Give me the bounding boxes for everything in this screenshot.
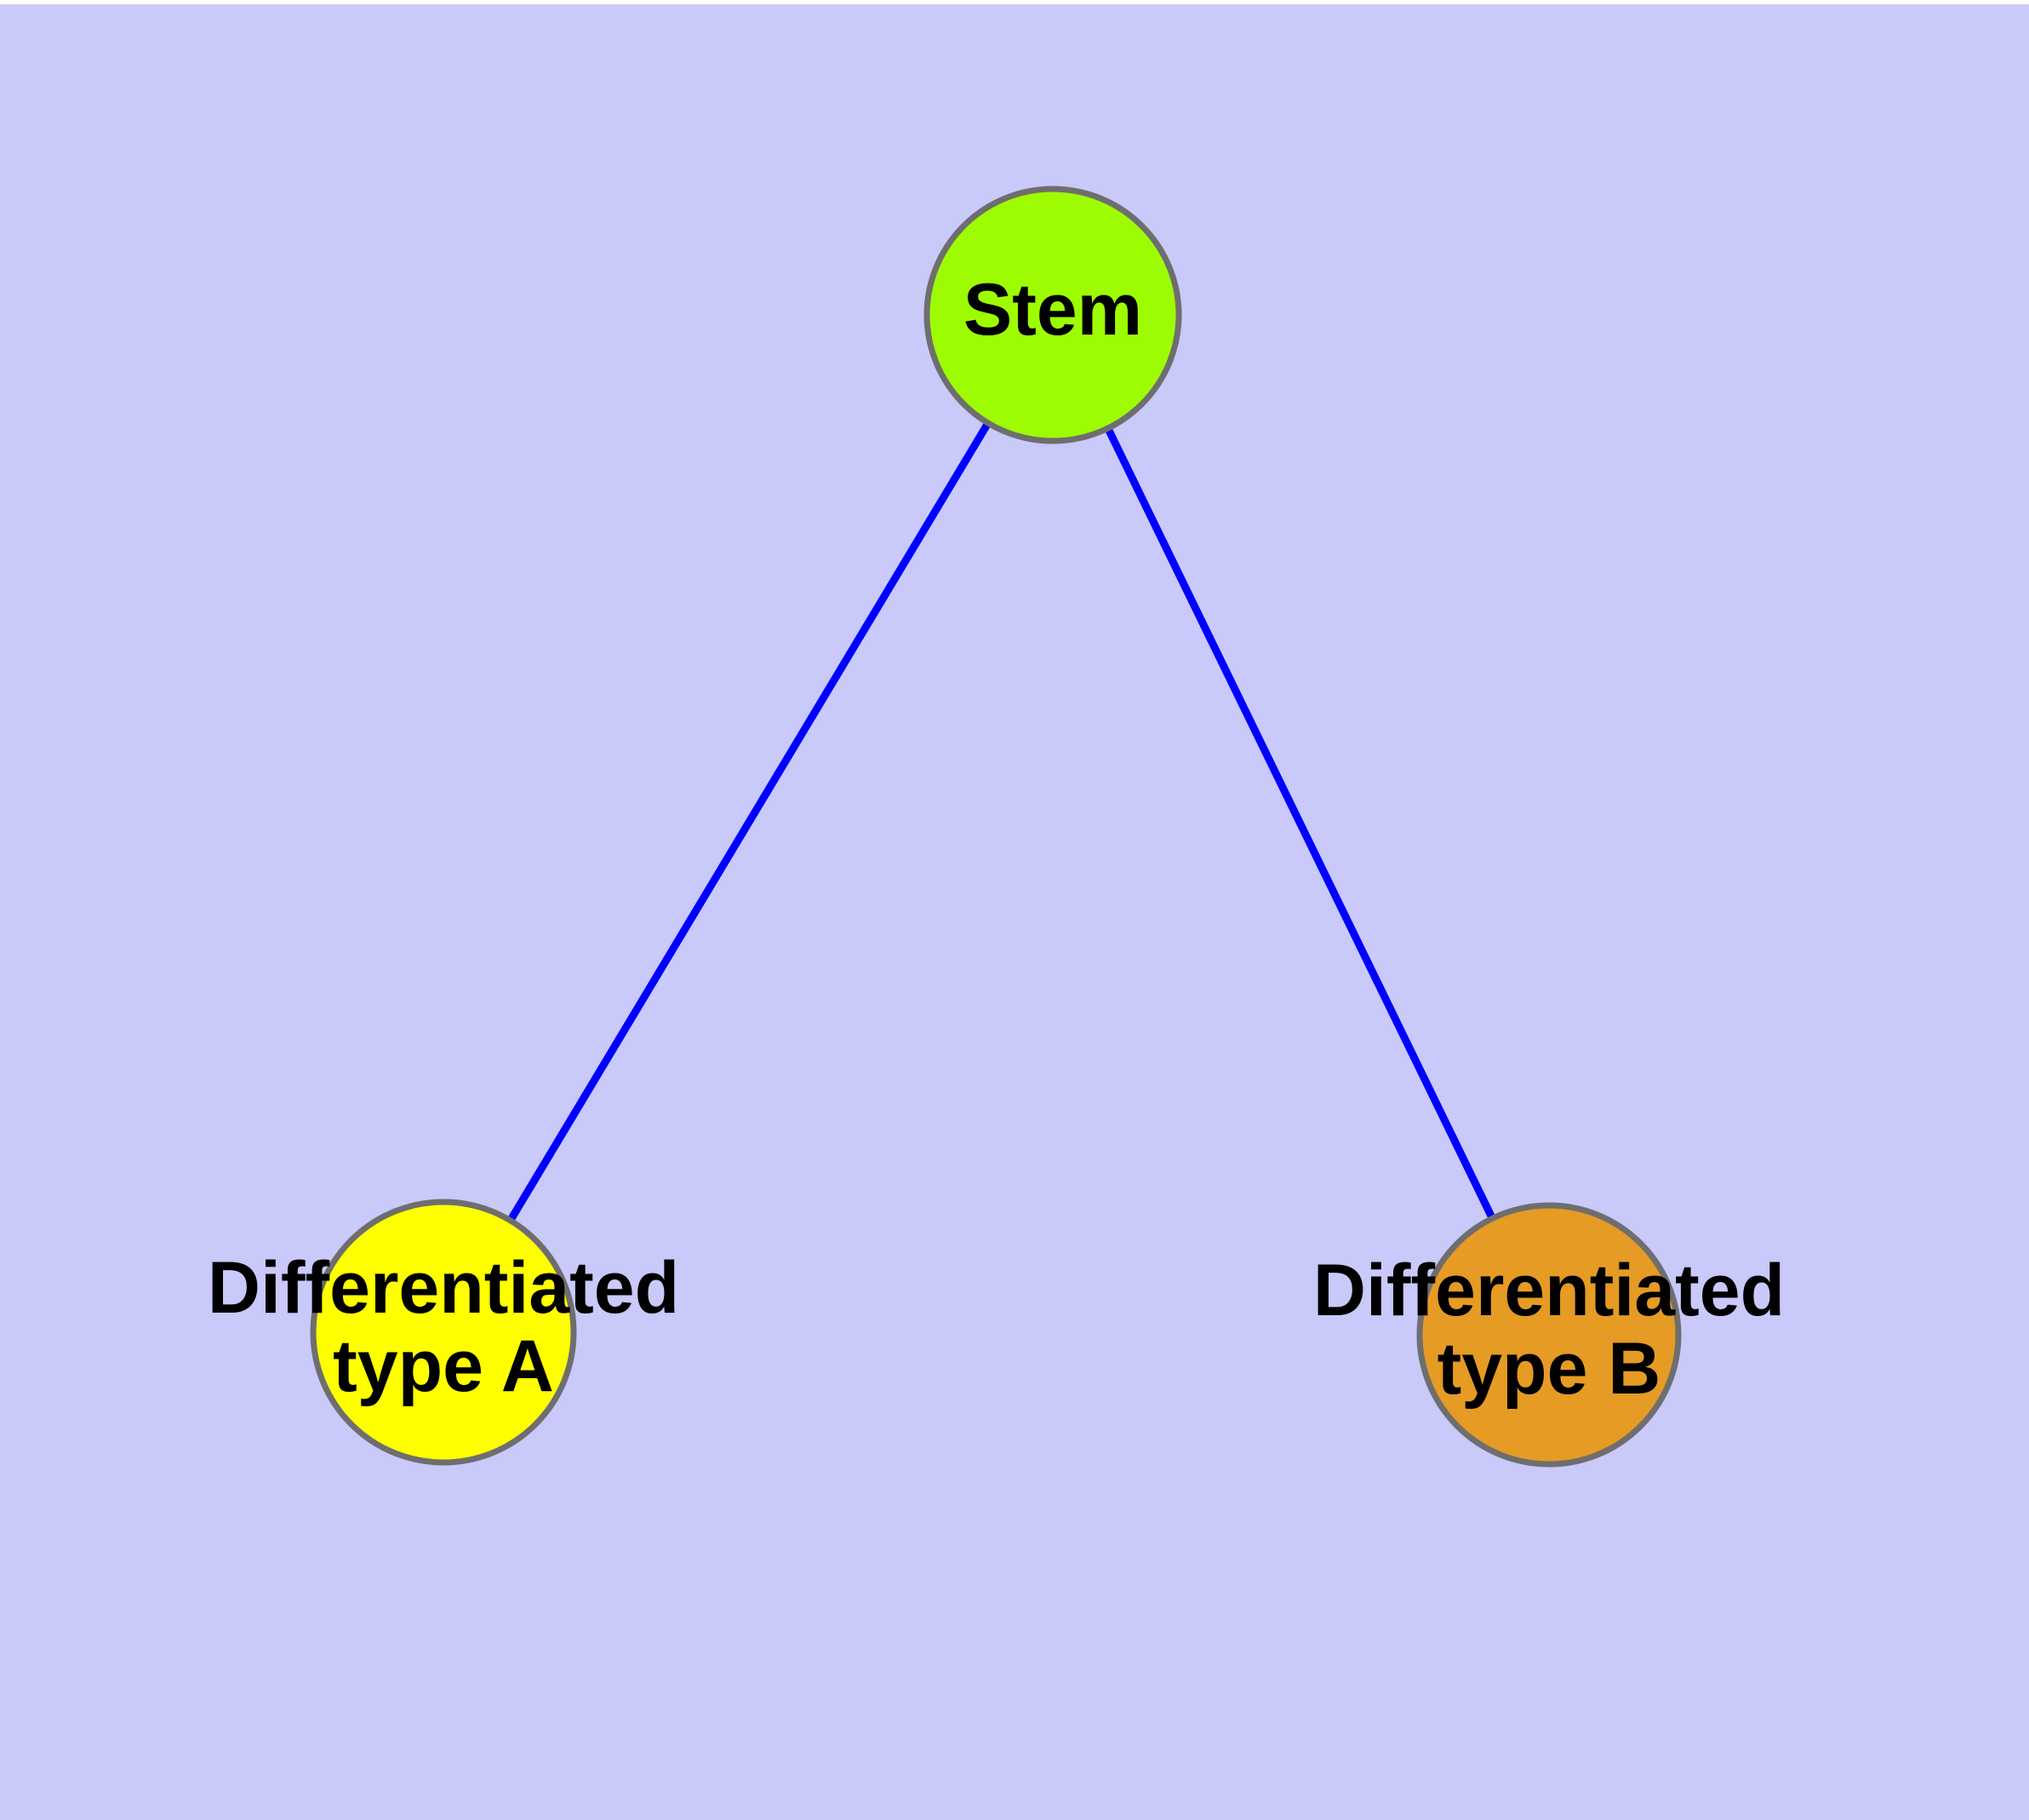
graph-edge-stem-to-a bbox=[440, 312, 1056, 1335]
node-label-line: type B bbox=[1437, 1328, 1661, 1410]
edges-layer bbox=[440, 312, 1553, 1336]
graph-node-stem[interactable] bbox=[923, 186, 1182, 444]
graph-node-diff_b[interactable] bbox=[1416, 1202, 1682, 1468]
node-label-line: Stem bbox=[963, 269, 1142, 351]
node-label-line: type A bbox=[333, 1325, 554, 1407]
node-label-line: Differentiated bbox=[1313, 1250, 1785, 1331]
node-label-line: Differentiated bbox=[208, 1247, 679, 1329]
node-label-stem: Stem bbox=[963, 269, 1142, 351]
graph-edge-stem-to-b bbox=[1049, 313, 1553, 1336]
nodes-layer bbox=[310, 186, 1682, 1468]
top-margin-strip bbox=[0, 0, 2029, 4]
graph-node-diff_a[interactable] bbox=[310, 1199, 577, 1466]
